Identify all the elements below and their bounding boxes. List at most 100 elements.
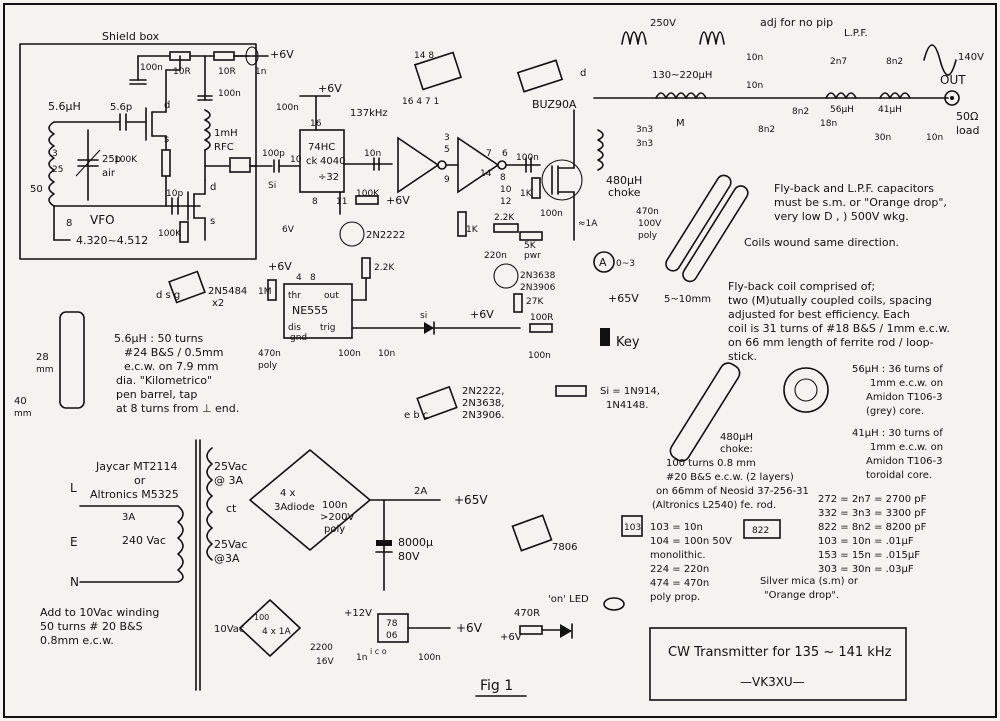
keying-r-2k2: 2.2K [374, 263, 395, 273]
bridge-rectifier [249, 449, 371, 551]
fig-label: Fig 1 [480, 678, 513, 694]
mosfet-outline [541, 159, 583, 201]
psu-cap-100: 100 [254, 613, 269, 622]
psu-fuse-3a: 3A [122, 512, 135, 523]
toroid-56 [783, 367, 829, 413]
note-caps-1: Fly-back and L.P.F. capacitors [774, 182, 934, 195]
capcode-l3: monolithic. [650, 550, 706, 561]
output-connector[interactable] [944, 90, 960, 106]
inductor-m-label: 130~220µH [652, 70, 712, 81]
mosfet-sketch [516, 59, 564, 93]
rod-spacing: 5~10mm [664, 294, 711, 305]
choke-rod [669, 362, 741, 462]
psu-ct: ct [226, 502, 237, 515]
key-jack[interactable] [600, 328, 610, 346]
m-label: M [676, 118, 685, 129]
capcode-l1: 103 = 10n [650, 522, 703, 533]
rfc-text: RFC [214, 142, 234, 153]
cap-18n: 18n [820, 119, 837, 129]
reg-pins: i c o [370, 647, 387, 656]
note-caps-2: must be s.m. or "Orange drop", [774, 196, 947, 209]
load-label: load [956, 124, 980, 137]
ne555-pin4: 4 [296, 273, 302, 283]
ammeter-range: 0~3 [616, 259, 635, 269]
ic-sketch-14 [413, 51, 463, 91]
note-l41-3: Amidon T106-3 [866, 456, 943, 467]
driver-trimpot: 5K [524, 241, 537, 251]
bjt-pins: e b c [404, 410, 428, 421]
reg-7806 [377, 613, 409, 643]
capcodes-section: 103 103 = 10n 104 = 100n 50V monolithic.… [621, 494, 927, 603]
driver-r-2k2: 2.2K [494, 213, 515, 223]
sheet-border [3, 3, 997, 718]
dim-28: 28 [36, 352, 49, 363]
note-vfo-1: 5.6µH : 50 turns [114, 332, 204, 345]
note-coil-2: two (M)utually coupled coils, spacing [728, 294, 932, 307]
cap-5p6-label: 5.6p [110, 102, 132, 113]
mosfet-part: BUZ90A [532, 98, 577, 111]
ne555 [283, 283, 353, 339]
rfc-coil [204, 109, 211, 151]
psu-rail: +65V [454, 493, 488, 507]
ne555-gnd: gnd [290, 333, 307, 343]
psu-cap-poly: poly [324, 524, 345, 535]
reg-sketch [511, 514, 553, 552]
jfet-sketch [168, 270, 206, 304]
r-100k-a-label: 100K [114, 155, 138, 165]
cap-100p-label: 100p [262, 149, 285, 159]
pen-barrel [59, 311, 85, 409]
cap-30n: 30n [874, 133, 891, 143]
driver-pin-10: 10 [500, 185, 512, 195]
ic-sketch-pins-bot: 16 4 7 1 [402, 97, 439, 107]
driver-cap-100n-b: 100n [540, 209, 563, 219]
flyback-coil [655, 92, 707, 99]
flyback-rods [665, 174, 749, 283]
jfet-part: 2N5484 [208, 286, 247, 297]
l56-label: 56µH [830, 105, 854, 115]
driver-pin-5: 5 [444, 145, 450, 155]
keying-section: 2N2222 2.2K +6V 1M thr out NE555 dis tri… [258, 221, 640, 371]
out-label: OUT [940, 73, 966, 87]
r-10r-a-label: 10R [173, 67, 191, 77]
l41-label: 41µH [878, 105, 902, 115]
inverter-1 [397, 136, 440, 194]
note-vfo-5: pen barrel, tap [116, 388, 197, 401]
ic-74hc4040 [299, 129, 345, 193]
jfet1-drain: d [164, 100, 170, 111]
bridge-small-label: 4 x 1A [262, 627, 292, 637]
bridge-label-1: 4 x [280, 488, 296, 499]
keying-r-1m: 1M [258, 287, 272, 297]
title-block: CW Transmitter for 135 ~ 141 kHz —VK3XU—… [475, 627, 907, 701]
psu-trafo-3: Altronics M5325 [90, 488, 179, 501]
capcode-r3: 822 = 8n2 = 8200 pF [818, 522, 927, 533]
ic-part: 4040 [320, 156, 345, 167]
psu-cap-200v: >200V [320, 512, 354, 523]
tr-2n3638: 2N3638 [520, 271, 556, 281]
driver-supply2: +6V [470, 308, 494, 321]
divider-section: 100p Si 6V 74HC ck 4040 ÷32 16 8 10 +6V … [229, 82, 393, 235]
led-section: 470R +6V 'on' LED [500, 594, 625, 643]
bjt-list-1: 2N2222, [462, 386, 504, 397]
driver-pin-7: 7 [486, 149, 492, 159]
inverter-2 [457, 136, 500, 194]
psu-fuse-2a: 2A [414, 486, 427, 497]
coax-feed [229, 157, 251, 173]
led-r: 470R [514, 608, 540, 619]
output-waveform [923, 44, 957, 76]
note-l56-1: 56µH : 36 turns of [852, 364, 943, 375]
bjt-list-3: 2N3906. [462, 410, 504, 421]
ne555-out: out [324, 291, 339, 301]
tr-r-27k: 27K [526, 297, 544, 307]
psu-sec2: 25Vac [214, 538, 247, 551]
capcode-l6: poly prop. [650, 592, 700, 603]
cap-3n3-a: 3n3 [636, 125, 653, 135]
cap-pkg-103 [621, 515, 643, 537]
capcode-l2: 104 = 100n 50V [650, 536, 732, 547]
keying-cap-100n: 100n [338, 349, 361, 359]
cap-8n2-a: 8n2 [758, 125, 775, 135]
psu-12v: +12V [344, 608, 372, 619]
ammeter [593, 251, 615, 273]
note-coils-same: Coils wound same direction. [744, 236, 899, 249]
